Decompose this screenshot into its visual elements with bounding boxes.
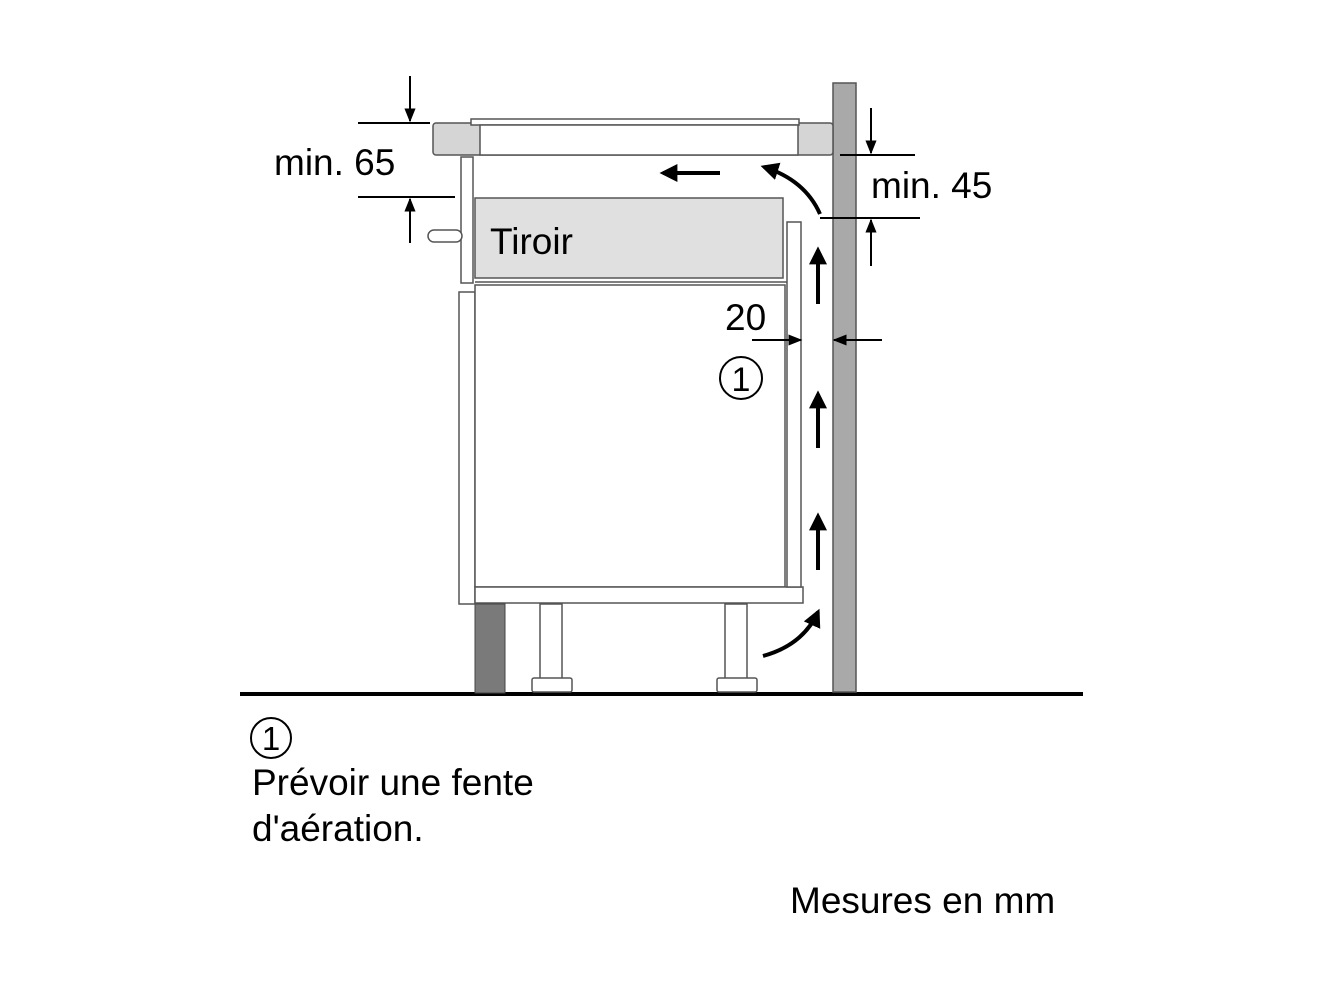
note-line-2: d'aération. [252, 808, 424, 849]
dim-top-label: min. 65 [274, 142, 395, 183]
plinth [474, 603, 506, 694]
dim-gap-label: 20 [725, 297, 766, 338]
drawer [474, 197, 784, 279]
marker-1: 1 [719, 356, 763, 400]
drawer-label: Tiroir [490, 221, 573, 262]
cabinet-front-panel [458, 291, 476, 605]
leg-back-foot [716, 677, 758, 693]
svg-text:1: 1 [262, 720, 280, 757]
dimension-min-45: min. 45 [820, 108, 992, 266]
note-line-1: Prévoir une fente [252, 762, 534, 803]
hob [470, 118, 800, 126]
drawer-handle [427, 229, 463, 243]
airflow-arrow-bottom-curve [762, 608, 821, 658]
cabinet-body [474, 284, 786, 588]
units-caption: Mesures en mm [790, 880, 1056, 921]
leg-front-foot [531, 677, 573, 693]
dim-back-label: min. 45 [871, 165, 992, 206]
dimension-20: 20 [725, 297, 882, 346]
drawer-front-panel [460, 156, 474, 284]
dimension-min-65: min. 65 [274, 76, 455, 243]
note-marker: 1 [250, 717, 292, 759]
airflow-arrows [659, 162, 827, 658]
wall [832, 82, 857, 693]
ventilation-note: Prévoir une fente d'aération. [252, 760, 534, 852]
cabinet-base [474, 586, 804, 604]
cabinet-back-panel [786, 221, 802, 588]
leg-front [539, 603, 563, 681]
leg-back [724, 603, 748, 681]
svg-text:1: 1 [732, 361, 751, 399]
hob-glass [479, 124, 799, 156]
airflow-arrow-top-curve [760, 162, 822, 215]
